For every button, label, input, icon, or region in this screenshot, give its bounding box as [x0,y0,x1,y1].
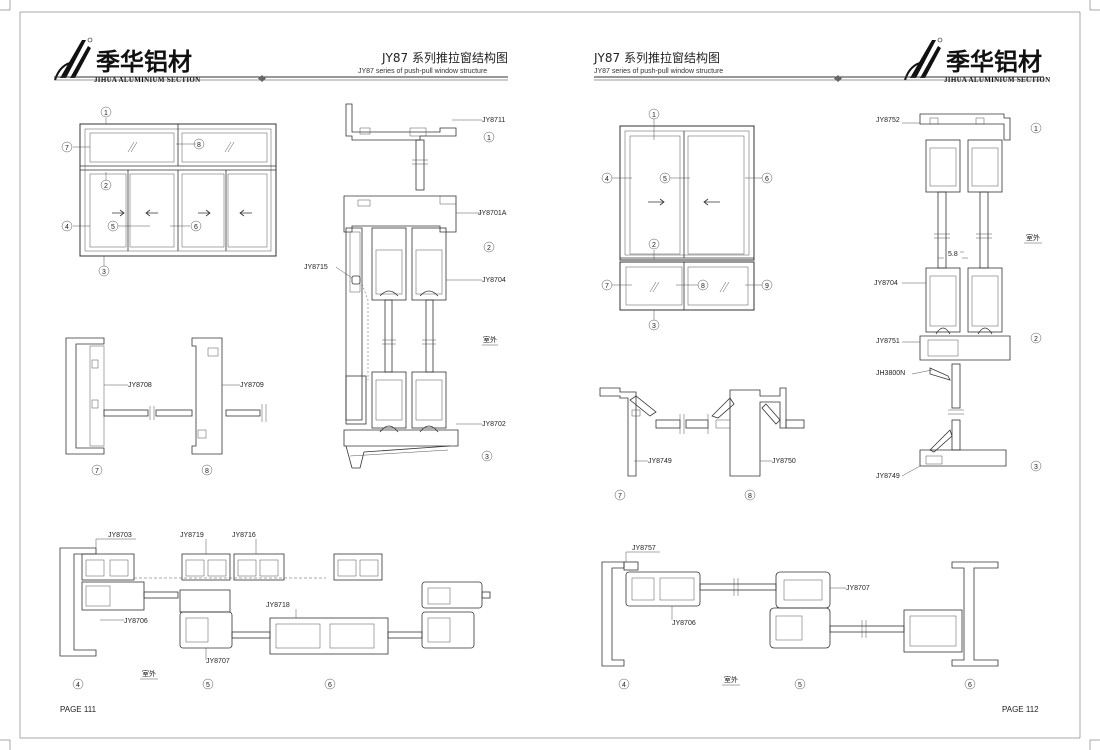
vsec-callout-1: 1 [487,135,491,142]
left-brand-name: 季华铝材 [96,48,192,76]
r-callout-5: 5 [663,176,667,183]
r-callout-8: 8 [701,283,705,290]
right-vertical-section: JY8752 1 室外 5.8 JY8704 2 JY8751 JH3800N … [874,113,1042,480]
label-jy8749: JY8749 [648,458,672,465]
left-subtitle: JY87 series of push-pull window structur… [358,68,487,75]
right-page-number: PAGE 112 [1002,705,1039,714]
label-jy8709: JY8709 [240,382,264,389]
label-r-jy8706: JY8706 [672,620,696,627]
callout-2: 2 [104,183,108,190]
label-jy8703: JY8703 [108,532,132,539]
label-jy8711: JY8711 [482,117,505,124]
left-page-number: PAGE 111 [60,705,97,714]
callout-8: 8 [197,142,201,149]
left-elevation-callouts: 1 7 8 2 4 5 6 3 [61,106,205,277]
label-jy8702: JY8702 [482,421,506,428]
hsec-callout-4: 4 [76,682,80,689]
dimension-5-8: 5.8 [948,251,958,258]
vsec-callout-3: 3 [485,454,489,461]
right-outdoor-label: 室外 [1026,233,1040,242]
label-jy8707: JY8707 [206,658,230,665]
left-vertical-section [335,103,482,469]
label-jy8704: JY8704 [482,277,506,284]
r-callout-3: 3 [652,323,656,330]
rv-callout-2: 2 [1034,336,1038,343]
label-jy8752: JY8752 [876,117,900,124]
right-outdoor-label-2: 室外 [724,675,738,684]
callout-3: 3 [102,269,106,276]
right-subtitle: JY87 series of push-pull window structur… [594,68,723,75]
label-jy8706: JY8706 [124,618,148,625]
left-vertical-labels: JY8711 1 JY8701A 2 JY8715 JY8704 室外 JY87… [304,117,507,462]
rh-callout-4: 4 [622,682,626,689]
hsec-callout-5: 5 [206,682,210,689]
r-callout-2: 2 [652,242,656,249]
rv-callout-1: 1 [1034,126,1038,133]
callout-1: 1 [104,110,108,117]
rd-callout-7: 7 [618,493,622,500]
r-callout-6: 6 [765,176,769,183]
right-window-elevation: 1 4 5 6 2 7 8 9 3 [601,108,773,331]
right-header: JY87 系列推拉窗结构图 JY87 series of push-pull w… [593,37,1050,84]
label-r-jy8749: JY8749 [876,473,900,480]
rv-callout-3: 3 [1034,464,1038,471]
label-jh3800n: JH3800N [876,370,905,377]
label-jy8719: JY8719 [180,532,204,539]
label-jy8718: JY8718 [266,602,290,609]
left-horizontal-section: JY8703 JY8719 JY8716 JY8706 JY8718 JY870… [59,532,491,690]
label-jy8716: JY8716 [232,532,256,539]
vsec-callout-2: 2 [487,245,491,252]
detail-callout-7: 7 [95,468,99,475]
left-logo-icon [54,37,93,81]
label-jy8708: JY8708 [128,382,152,389]
left-outdoor-label-2: 室外 [142,669,156,678]
right-horizontal-section: JY8757 JY8707 JY8706 室外 4 5 6 [601,545,999,690]
rh-callout-5: 5 [798,682,802,689]
right-logo-icon [904,37,943,81]
label-jy8750: JY8750 [772,458,796,465]
callout-7: 7 [65,145,69,152]
callout-6: 6 [194,224,198,231]
left-title: JY87 系列推拉窗结构图 [381,50,508,65]
left-detail-7-8: JY8708 JY8709 7 8 [65,337,267,476]
left-header: 季华铝材 JIHUA ALUMINIUM SECTION JY87 系列推拉窗结… [54,37,508,84]
right-brand-name: 季华铝材 [946,48,1042,76]
r-callout-7: 7 [605,283,609,290]
r-callout-9: 9 [765,283,769,290]
hsec-callout-6: 6 [328,682,332,689]
label-r-jy8707: JY8707 [846,585,870,592]
left-window-elevation [73,118,277,266]
detail-callout-8: 8 [205,468,209,475]
callout-5: 5 [111,224,115,231]
rh-callout-6: 6 [968,682,972,689]
right-detail-7-8: JY8749 JY8750 7 8 [599,387,805,501]
label-jy8751: JY8751 [876,338,900,345]
label-jy8701a: JY8701A [478,210,507,217]
rd-callout-8: 8 [748,493,752,500]
label-jy8757: JY8757 [632,545,656,552]
r-callout-1: 1 [652,112,656,119]
label-r-jy8704: JY8704 [874,280,898,287]
label-jy8715: JY8715 [304,264,328,271]
right-title: JY87 系列推拉窗结构图 [593,50,720,65]
left-outdoor-label: 室外 [483,335,497,344]
r-callout-4: 4 [605,176,609,183]
callout-4: 4 [65,224,69,231]
